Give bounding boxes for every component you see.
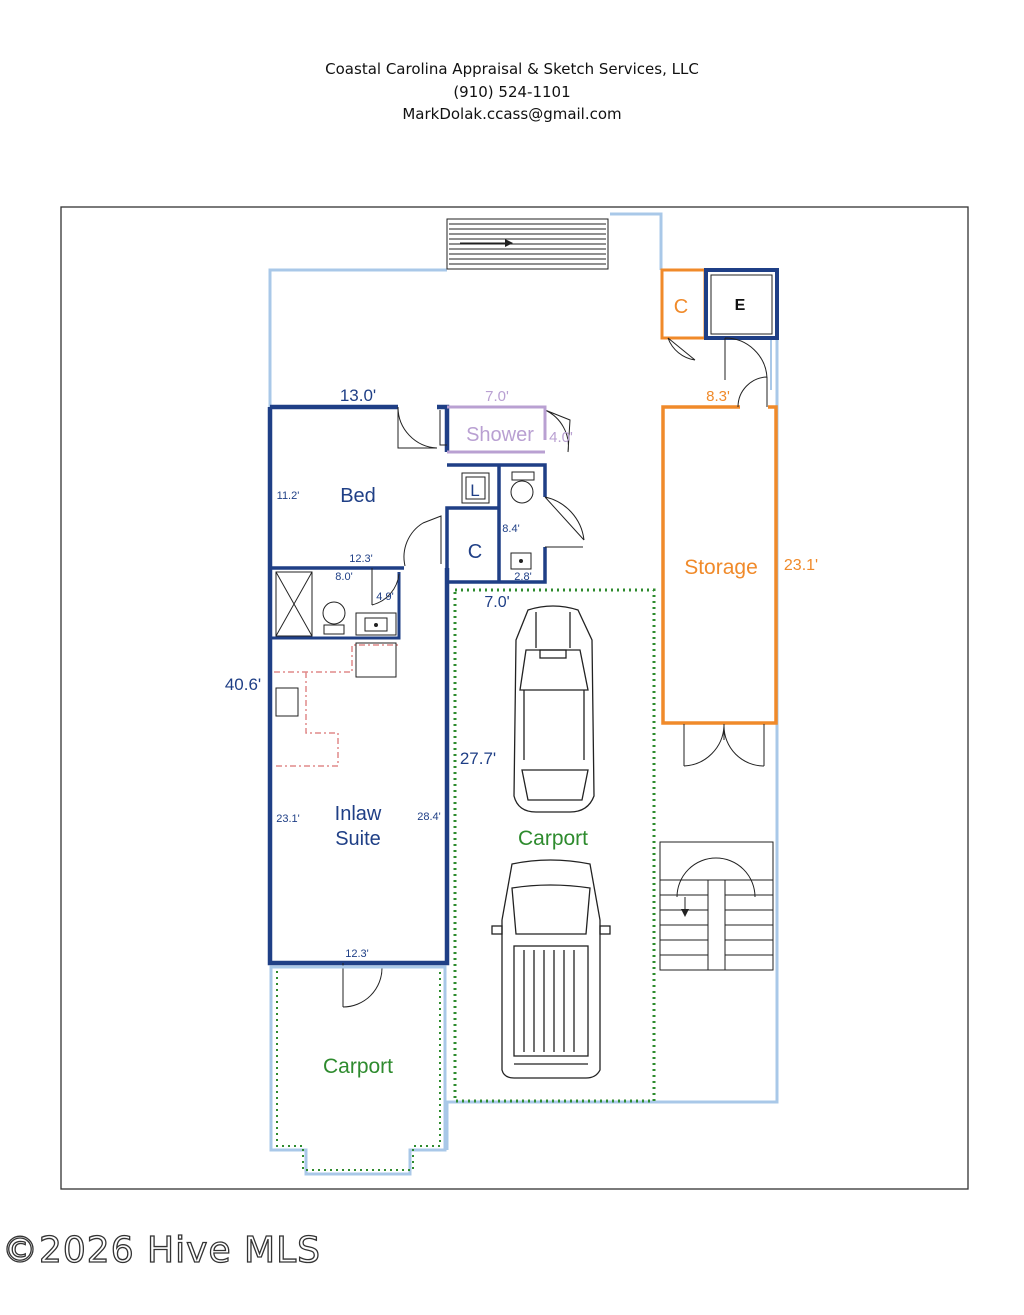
house-outline — [268, 268, 447, 963]
shower-top-dimension: 7.0' — [485, 388, 509, 405]
mls-watermark: ©2026 Hive MLS — [1, 1229, 321, 1271]
equipment-inner-frame — [710, 274, 773, 335]
entry-stairs — [446, 218, 609, 270]
bath-block-walls — [445, 463, 547, 584]
closet-top-door — [667, 337, 696, 361]
suite-shower-icon — [275, 571, 313, 637]
carport-main-outline — [453, 588, 656, 1103]
sink-icon — [510, 552, 532, 570]
storage-double-door — [683, 724, 765, 767]
bath-door — [544, 496, 585, 548]
car-bottom-icon — [491, 859, 611, 1079]
bath-side-dimension: 8.4' — [502, 523, 519, 535]
storage-label: Storage — [684, 556, 758, 579]
bed-label: Bed — [340, 485, 376, 507]
closet-c-door — [403, 515, 442, 567]
car-top-icon — [513, 605, 595, 813]
rear-stairs — [659, 841, 774, 971]
bed-door — [397, 406, 438, 449]
inlaw-label-line1: Inlaw — [335, 803, 382, 825]
closet-top-label: C — [674, 296, 688, 318]
carport-side-dimension: 27.7' — [460, 749, 496, 768]
company-email: MarkDolak.ccass@gmail.com — [402, 105, 622, 123]
suite-bath-walls — [272, 572, 401, 640]
overall-left-dimension: 40.6' — [225, 675, 261, 694]
kitchenette — [274, 642, 399, 767]
house-outline-right-lower — [770, 340, 778, 1102]
kitchen-sink-icon — [275, 687, 299, 717]
laundry-fixture: L — [461, 472, 490, 504]
closet-label: C — [468, 541, 482, 563]
refrigerator-icon — [355, 642, 397, 678]
storage-top-door — [737, 376, 768, 408]
storage-top-dimension: 8.3' — [706, 388, 730, 405]
suite-bath-door — [371, 568, 400, 606]
equipment-room-walls — [704, 268, 779, 340]
bath-block-bottom-dimension: 7.0' — [484, 594, 509, 611]
laundry-symbol: L — [470, 481, 479, 500]
suite-front-door — [342, 963, 383, 1008]
suite-toilet-icon — [322, 601, 346, 635]
suite-left-dimension: 23.1' — [276, 813, 300, 825]
drawing-frame — [60, 206, 969, 1190]
suite-bath-side-dimension: 4.9' — [376, 591, 393, 603]
carport-front-outline — [269, 965, 447, 1176]
suite-bath-top-dimension: 8.0' — [335, 571, 352, 583]
shower-walls — [447, 405, 547, 454]
suite-sink-icon — [355, 612, 397, 636]
carport-front-label: Carport — [323, 1055, 393, 1078]
suite-right-dimension: 28.4' — [417, 811, 441, 823]
bed-side-dimension: 11.2' — [277, 490, 300, 502]
equipment-door — [724, 337, 768, 380]
suite-bottom-dimension: 12.3' — [345, 948, 369, 960]
storage-walls — [661, 405, 778, 725]
storage-side-dimension: 23.1' — [784, 557, 818, 574]
company-phone: (910) 524-1101 — [453, 82, 571, 101]
appraiser-header: Coastal Carolina Appraisal & Sketch Serv… — [0, 58, 1024, 126]
company-name: Coastal Carolina Appraisal & Sketch Serv… — [325, 60, 699, 78]
shower-door — [544, 409, 571, 453]
toilet-icon — [510, 471, 535, 504]
inlaw-label-line2: Suite — [335, 828, 381, 850]
bed-top-dimension: 13.0' — [340, 386, 376, 405]
bath-bottom-dimension: 2.8' — [514, 571, 531, 583]
storage-door-gap — [740, 404, 768, 411]
shower-label: Shower — [466, 424, 534, 446]
equipment-label: E — [735, 297, 746, 314]
carport-main-label: Carport — [518, 827, 588, 850]
bed-bottom-dimension: 12.3' — [349, 553, 373, 565]
shower-side-dimension: 4.0' — [549, 429, 573, 446]
bed-closet-door — [439, 410, 447, 446]
